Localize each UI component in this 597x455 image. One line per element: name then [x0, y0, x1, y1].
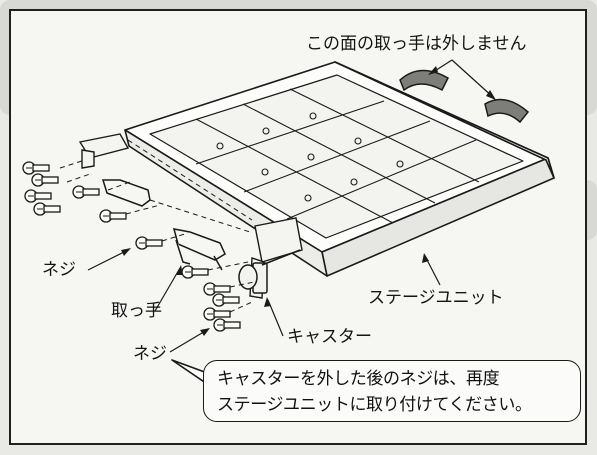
label-screw-upper: ネジ [42, 260, 76, 280]
handle-part [101, 179, 226, 271]
label-caster: キャスター [287, 327, 372, 347]
label-handle: 取っ手 [111, 301, 162, 321]
label-stage-unit: ステージユニット [368, 288, 504, 308]
arrow-heads [121, 66, 496, 336]
caster-wheel [238, 249, 301, 294]
fixed-handle-rear [399, 69, 530, 124]
assembly-guide-lines [59, 139, 255, 313]
label-screw-lower: ネジ [133, 344, 167, 364]
screw-set [22, 161, 241, 332]
note-line-1: キャスターを外した後のネジは、再度 [217, 369, 500, 389]
stage-surface-grid [195, 88, 480, 224]
note-line-2: ステージユニットに取り付けてください。 [217, 395, 532, 415]
instruction-note-box: キャスターを外した後のネジは、再度 ステージユニットに取り付けてください。 [203, 360, 581, 422]
label-face-handle-note: この面の取っ手は外しません [306, 34, 527, 54]
